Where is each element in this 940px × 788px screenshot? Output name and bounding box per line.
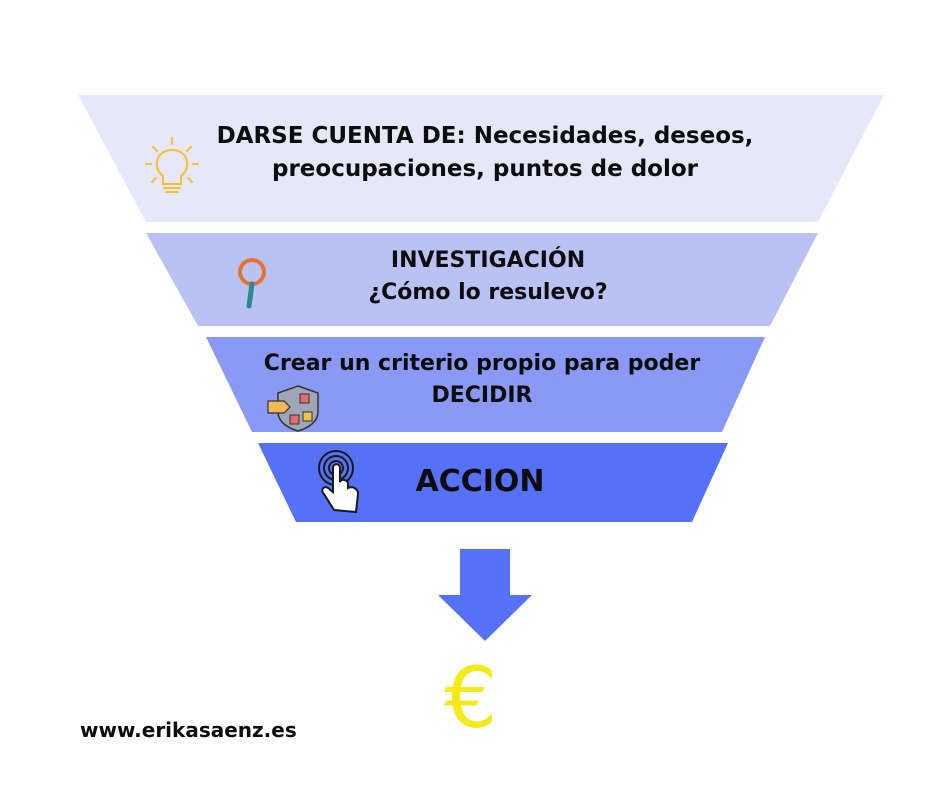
decision-shield-icon bbox=[267, 385, 319, 432]
stage-3-text: Crear un criterio propio para poder DECI… bbox=[12, 348, 940, 412]
stage-3-line-1: Crear un criterio propio para poder bbox=[263, 351, 701, 376]
lightbulb-icon bbox=[145, 137, 199, 193]
touch-hand-icon bbox=[318, 450, 360, 514]
stage-3-line-2: DECIDIR bbox=[431, 382, 533, 408]
stage-4-line-1: ACCION bbox=[415, 464, 545, 499]
stage-3-band bbox=[206, 337, 765, 432]
stage-1-line-1: DARSE CUENTA DE: Necesidades, deseos, bbox=[216, 123, 754, 149]
stage-4-text: ACCION bbox=[10, 460, 940, 504]
euro-symbol: € bbox=[444, 649, 498, 747]
stage-1-band bbox=[78, 95, 884, 222]
stage-1-text: DARSE CUENTA DE: Necesidades, deseos, pr… bbox=[15, 120, 940, 187]
website-link[interactable]: www.erikasaenz.es bbox=[80, 718, 297, 742]
stage-2-band bbox=[146, 233, 818, 326]
stage-2-line-2: ¿Cómo lo resulevo? bbox=[368, 279, 608, 305]
magnifier-icon bbox=[238, 258, 266, 309]
stage-2-line-1: INVESTIGACIÓN bbox=[390, 248, 586, 273]
down-arrow bbox=[438, 549, 532, 641]
stage-4-band bbox=[258, 443, 728, 522]
stage-2-text: INVESTIGACIÓN ¿Cómo lo resulevo? bbox=[18, 245, 940, 309]
stage-1-line-2: preocupaciones, puntos de dolor bbox=[272, 156, 698, 183]
